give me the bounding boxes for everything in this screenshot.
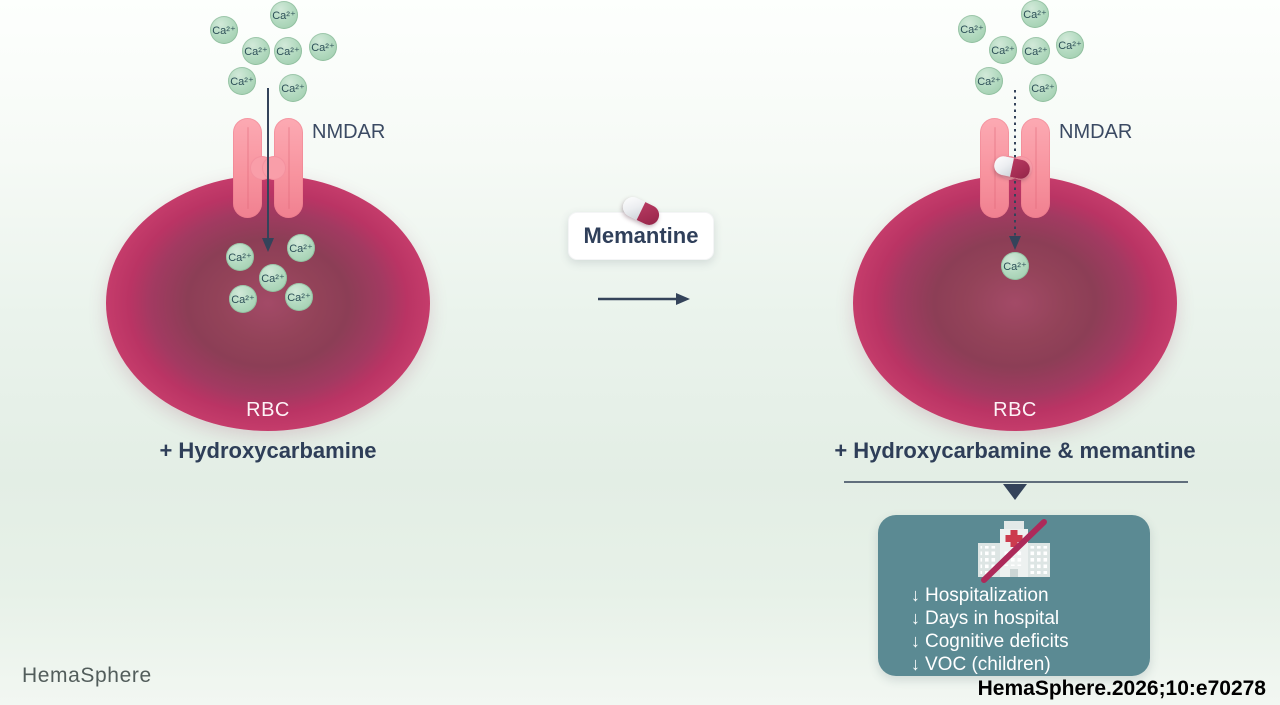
rbc-label: RBC: [246, 399, 290, 421]
subunit-seam: [1034, 127, 1037, 209]
calcium-ion: Ca²⁺: [309, 33, 337, 61]
journal-logo: HemaSphere: [22, 664, 152, 687]
outcome-label: Hospitalization: [925, 585, 1049, 606]
calcium-ion: Ca²⁺: [279, 74, 307, 102]
calcium-ion: Ca²⁺: [1029, 74, 1057, 102]
outcome-label: Days in hospital: [925, 608, 1060, 629]
hospital-windows: [1030, 546, 1048, 574]
subunit-seam: [246, 127, 249, 209]
outcome-box: ↓ Hospitalization ↓ Days in hospital ↓ C…: [878, 515, 1150, 676]
outcome-label: VOC (children): [925, 654, 1051, 675]
rbc-label: RBC: [993, 399, 1037, 421]
transition-arrow: [598, 293, 690, 305]
calcium-ion: Ca²⁺: [1001, 252, 1029, 280]
right-treatment-caption: + Hydroxycarbamine & memantine: [834, 438, 1196, 463]
nmdar-label: NMDAR: [1059, 121, 1133, 143]
outcome-item: ↓ Days in hospital: [911, 607, 1150, 630]
calcium-influx-arrow: [262, 88, 274, 252]
calcium-ion: Ca²⁺: [989, 36, 1017, 64]
outcome-item: ↓ Cognitive deficits: [911, 630, 1150, 653]
medical-cross-icon: [1005, 535, 1023, 542]
calcium-ion: Ca²⁺: [1021, 0, 1049, 28]
calcium-ion: Ca²⁺: [975, 67, 1003, 95]
calcium-ion: Ca²⁺: [229, 285, 257, 313]
calcium-ion: Ca²⁺: [1022, 37, 1050, 65]
left-treatment-caption: + Hydroxycarbamine: [159, 438, 377, 463]
calcium-ion: Ca²⁺: [958, 15, 986, 43]
decrease-arrow-icon: ↓: [911, 654, 920, 674]
calcium-ion: Ca²⁺: [259, 264, 287, 292]
calcium-ion: Ca²⁺: [1056, 31, 1084, 59]
calcium-ion: Ca²⁺: [274, 37, 302, 65]
nmdar-channel: [233, 118, 303, 218]
outcome-item: ↓ VOC (children): [911, 653, 1150, 676]
channel-gate-right: [262, 156, 286, 180]
outcome-label: Cognitive deficits: [925, 631, 1069, 652]
decrease-arrow-icon: ↓: [911, 608, 920, 628]
calcium-ion: Ca²⁺: [210, 16, 238, 44]
calcium-ion: Ca²⁺: [228, 67, 256, 95]
memantine-label-card: Memantine: [568, 212, 714, 260]
calcium-ion: Ca²⁺: [226, 243, 254, 271]
decrease-arrow-icon: ↓: [911, 631, 920, 651]
outcome-list: ↓ Hospitalization ↓ Days in hospital ↓ C…: [878, 584, 1150, 676]
subunit-seam: [287, 127, 290, 209]
calcium-ion: Ca²⁺: [285, 283, 313, 311]
calcium-ion: Ca²⁺: [287, 234, 315, 262]
hospital-roof-cap: [1004, 521, 1024, 530]
decrease-arrow-icon: ↓: [911, 585, 920, 605]
hospital-door: [1010, 569, 1018, 577]
outcome-item: ↓ Hospitalization: [911, 584, 1150, 607]
prohibition-slash: [981, 519, 1047, 583]
outcome-pointer: [844, 481, 1188, 500]
red-blood-cell: [853, 175, 1177, 431]
citation: HemaSphere.2026;10:e70278: [977, 677, 1266, 700]
calcium-ion: Ca²⁺: [270, 1, 298, 29]
nmdar-label: NMDAR: [312, 121, 386, 143]
no-hospitalization-icon: [978, 519, 1050, 583]
calcium-ion: Ca²⁺: [242, 37, 270, 65]
